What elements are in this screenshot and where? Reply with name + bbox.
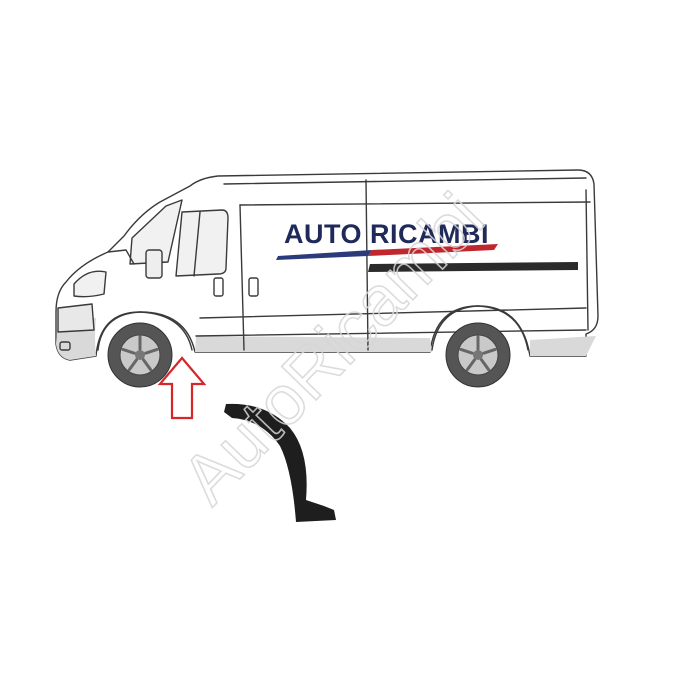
rear-wheel-spoke: [459, 347, 474, 355]
livery-stripe-red: [368, 244, 498, 256]
rear-pillar-line: [585, 189, 589, 331]
rear-wheel-arch: [431, 305, 529, 351]
front-wheel-spoke: [142, 358, 153, 372]
rear-wheel-spoke: [465, 358, 476, 372]
front-wheel-spoke: [121, 347, 136, 355]
rear-wheel-spoke: [480, 358, 491, 372]
arrow-up-outline-icon: [157, 356, 207, 420]
side-rub-strip: [199, 307, 587, 319]
side-window: [175, 209, 229, 277]
van-drawing: [55, 169, 599, 361]
front-wheel: [107, 322, 173, 388]
side-mirror: [145, 249, 163, 279]
belt-line: [239, 201, 591, 206]
window-divider: [193, 211, 201, 277]
wheel-arch-trim-part: [224, 403, 336, 522]
livery-stripe-blue: [276, 250, 372, 260]
van-side-lettering: AUTO RICAMBI: [284, 219, 489, 249]
front-door-rear-edge: [239, 204, 245, 351]
sliding-door-handle: [248, 277, 259, 297]
front-grille: [57, 303, 95, 333]
front-wheel-spoke: [144, 347, 159, 355]
front-hub: [135, 350, 145, 360]
van-livery: AUTO RICAMBI: [276, 219, 578, 272]
livery-stripe-dark: [368, 262, 578, 272]
sliding-door-line: [365, 179, 369, 351]
fog-light: [59, 341, 71, 351]
front-wheel-spoke: [127, 358, 138, 372]
hood-line: [107, 249, 135, 265]
rear-wheel-spoke: [482, 347, 497, 355]
headlight: [73, 270, 107, 298]
van-rear-lower-band: [530, 336, 596, 356]
rear-wheel: [445, 322, 511, 388]
van-lower-band: [195, 336, 432, 352]
rear-hub: [473, 350, 483, 360]
front-wheel-arch: [97, 311, 193, 351]
wheel-arch-trim-shape: [224, 403, 336, 522]
windscreen: [129, 199, 183, 265]
front-door-handle: [213, 277, 224, 297]
roof-line: [223, 177, 587, 185]
